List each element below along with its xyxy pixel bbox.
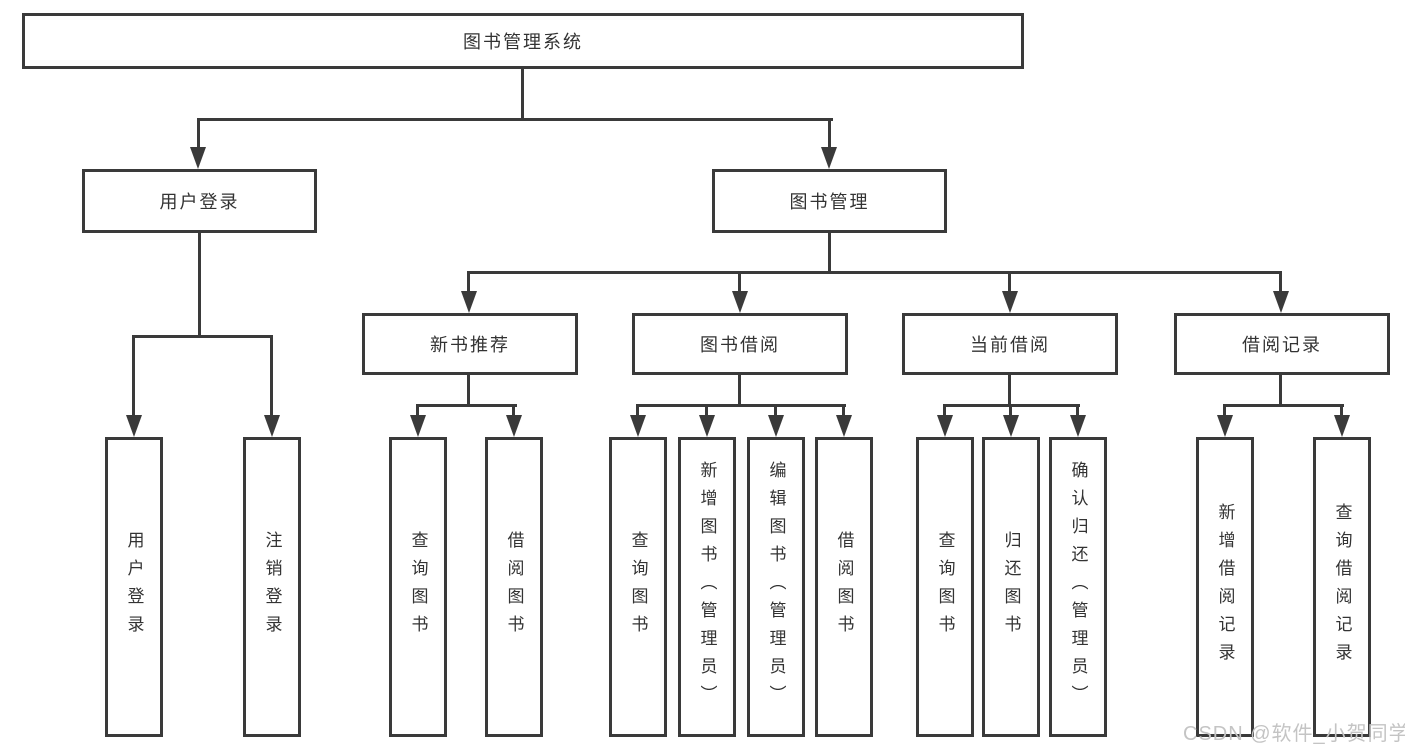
connector-line [943,404,946,417]
leaf-label: 借阅图书 [504,531,524,643]
node-root: 图书管理系统 [22,13,1024,69]
arrow-down [836,415,852,437]
node-borrow-records-label: 借阅记录 [1242,335,1322,355]
connector-line [1009,404,1012,417]
node-current-borrow: 当前借阅 [902,313,1118,375]
node-book-management-label: 图书管理 [789,192,870,212]
leaf-label: 用户登录 [124,531,144,643]
leaf-label: 归还图书 [1001,531,1021,643]
arrow-down [126,415,142,437]
leaf-label: 确认归还（管理员） [1068,461,1088,713]
node-current-borrow-label: 当前借阅 [970,335,1050,355]
arrow-down [937,415,953,437]
arrow-down [461,291,477,313]
arrow-down [630,415,646,437]
leaf-label: 借阅图书 [834,531,854,643]
connector-line [1279,375,1282,407]
leaf-label: 注销登录 [262,531,282,643]
leaf-new-books-borrow: 借阅图书 [485,437,543,737]
leaf-current-borrow-confirm: 确认归还（管理员） [1049,437,1107,737]
connector-line [270,335,273,417]
connector-line [636,404,639,417]
node-user-login-label: 用户登录 [159,192,240,212]
connector-line [512,404,515,417]
node-root-label: 图书管理系统 [463,32,583,52]
connector-line [467,271,470,293]
connector-line [1279,271,1282,293]
arrow-down [768,415,784,437]
connector-line [1008,271,1011,293]
leaf-borrow-records-query: 查询借阅记录 [1313,437,1371,737]
leaf-user-login-logout: 注销登录 [243,437,301,737]
connector-line [197,118,833,121]
leaf-book-borrow-borrow: 借阅图书 [815,437,873,737]
connector-line [198,233,201,338]
node-user-login: 用户登录 [82,169,317,233]
leaf-user-login-login: 用户登录 [105,437,163,737]
leaf-label: 查询借阅记录 [1332,503,1352,671]
arrow-down [264,415,280,437]
connector-line [132,335,135,417]
node-book-borrow: 图书借阅 [632,313,848,375]
connector-line [738,271,741,293]
connector-line [828,233,831,274]
arrow-down [1002,291,1018,313]
arrow-down [1070,415,1086,437]
node-new-books-label: 新书推荐 [430,335,510,355]
connector-line [1223,404,1226,417]
node-borrow-records: 借阅记录 [1174,313,1390,375]
leaf-label: 查询图书 [408,531,428,643]
leaf-current-borrow-query: 查询图书 [916,437,974,737]
connector-line [416,404,517,407]
arrow-down [1003,415,1019,437]
leaf-book-borrow-query: 查询图书 [609,437,667,737]
arrow-down [1273,291,1289,313]
connector-line [636,404,846,407]
connector-line [774,404,777,417]
arrow-down [190,147,206,169]
csdn-watermark: CSDN @软件_小贺同学 [1183,723,1405,745]
leaf-label: 查询图书 [935,531,955,643]
connector-line [1340,404,1343,417]
arrow-down [1217,415,1233,437]
arrow-down [732,291,748,313]
connector-line [738,375,741,407]
node-book-borrow-label: 图书借阅 [700,335,780,355]
leaf-label: 新增图书（管理员） [697,461,717,713]
connector-line [1076,404,1079,417]
node-book-management: 图书管理 [712,169,947,233]
leaf-borrow-records-add: 新增借阅记录 [1196,437,1254,737]
connector-line [132,335,273,338]
node-new-books: 新书推荐 [362,313,578,375]
connector-line [1223,404,1344,407]
leaf-label: 编辑图书（管理员） [766,461,786,713]
connector-line [705,404,708,417]
connector-line [1008,375,1011,407]
connector-line [197,118,200,149]
leaf-book-borrow-add: 新增图书（管理员） [678,437,736,737]
arrow-down [410,415,426,437]
connector-line [467,271,1282,274]
connector-line [521,69,524,120]
connector-line [828,118,831,149]
arrow-down [821,147,837,169]
leaf-label: 查询图书 [628,531,648,643]
leaf-current-borrow-return: 归还图书 [982,437,1040,737]
connector-line [842,404,845,417]
arrow-down [699,415,715,437]
connector-line [467,375,470,407]
leaf-label: 新增借阅记录 [1215,503,1235,671]
connector-line [416,404,419,417]
leaf-new-books-query: 查询图书 [389,437,447,737]
leaf-book-borrow-edit: 编辑图书（管理员） [747,437,805,737]
arrow-down [1334,415,1350,437]
arrow-down [506,415,522,437]
